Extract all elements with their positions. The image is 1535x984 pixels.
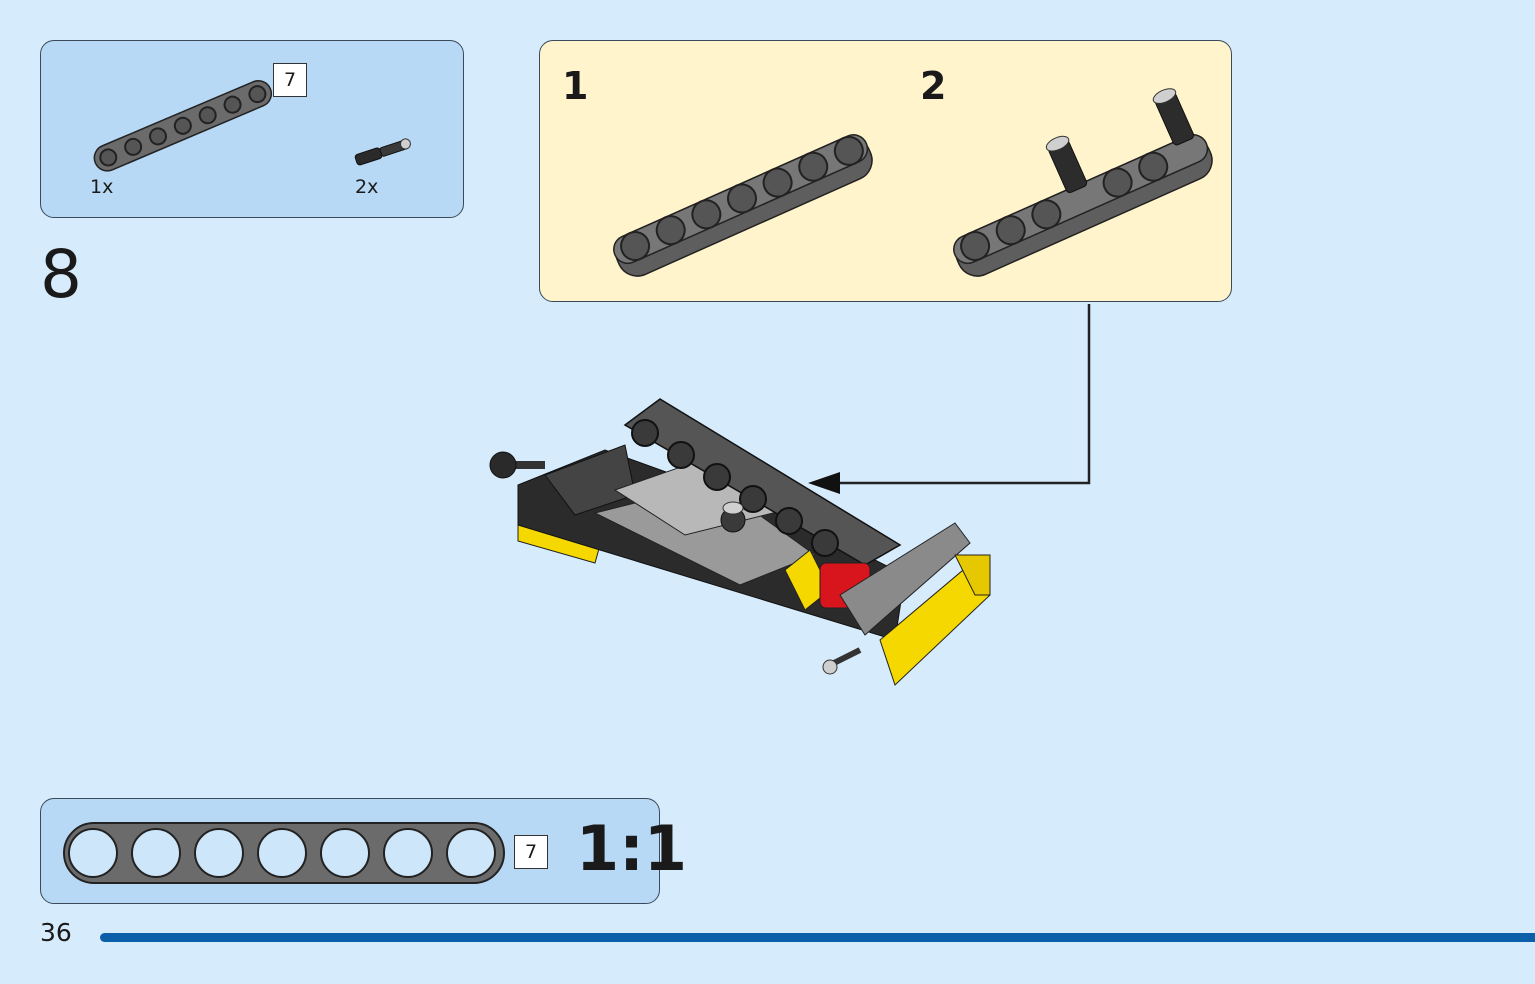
beam-hole: [631, 419, 659, 447]
beam-hole: [248, 85, 267, 104]
beam-hole: [68, 828, 118, 878]
beam-hole: [995, 215, 1026, 246]
beam-scale-image: [63, 822, 505, 884]
beam-hole: [198, 106, 217, 125]
sub-step-number: 2: [920, 64, 947, 108]
beam-hole: [99, 148, 118, 167]
beam-7-part-image: [93, 80, 273, 172]
part-length-tag: 7: [273, 63, 307, 97]
beam-hole: [762, 167, 793, 198]
beam-hole: [833, 135, 864, 166]
beam-hole: [1138, 151, 1169, 182]
beam-hole: [383, 828, 433, 878]
beam-hole: [446, 828, 496, 878]
page-number: 36: [40, 918, 72, 947]
callout-arrow: [808, 304, 1091, 494]
beam-hole: [667, 441, 695, 469]
scale-length-tag: 7: [514, 835, 548, 869]
axle-pin-quantity: 2x: [355, 176, 379, 198]
beam-quantity: 1x: [90, 176, 114, 198]
main-model-image: [489, 398, 991, 686]
beam-hole: [703, 463, 731, 491]
axle-pin-icon: [1045, 135, 1088, 194]
beam-hole: [726, 183, 757, 214]
beam-hole: [739, 485, 767, 513]
beam-hole: [320, 828, 370, 878]
beam-hole: [131, 828, 181, 878]
sub-step-1-beam-image: [613, 134, 873, 277]
beam-hole: [691, 199, 722, 230]
axle-pin-part-image: [354, 138, 411, 166]
beam-hole: [223, 95, 242, 114]
beam-hole: [124, 137, 143, 156]
parts-list-panel: [40, 40, 464, 218]
step-number: 8: [40, 236, 82, 313]
beam-hole: [655, 215, 686, 246]
sub-step-2-beam-image: [953, 88, 1213, 277]
beam-hole: [173, 116, 192, 135]
beam-hole: [148, 127, 167, 146]
beam-hole: [811, 529, 839, 557]
axle-pin-icon: [1152, 88, 1195, 146]
beam-hole: [775, 507, 803, 535]
beam-hole: [960, 231, 991, 262]
sub-step-number: 1: [562, 64, 589, 108]
scale-label: 1:1: [576, 812, 688, 885]
beam-hole: [1031, 199, 1062, 230]
beam-hole: [1102, 167, 1133, 198]
beam-hole: [257, 828, 307, 878]
beam-hole: [620, 231, 651, 262]
beam-hole: [798, 151, 829, 182]
beam-hole: [194, 828, 244, 878]
footer-rule: [100, 933, 1535, 942]
